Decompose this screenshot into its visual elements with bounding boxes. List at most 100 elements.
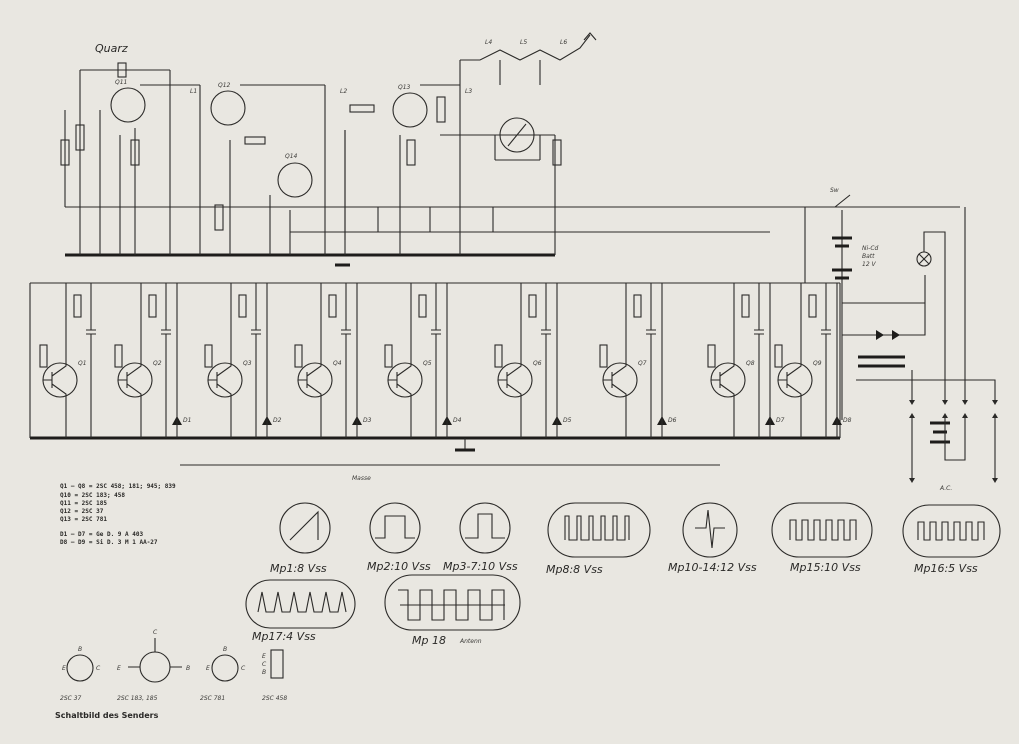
svg-text:Mp 18: Mp 18 [412, 634, 446, 647]
resistor [73, 294, 82, 318]
diode-label: D3 [363, 417, 372, 424]
svg-text:Q13 = 2SC 781: Q13 = 2SC 781 [60, 516, 107, 523]
resistor [741, 294, 750, 318]
svg-text:B: B [262, 669, 266, 676]
transistor-label: Q4 [333, 360, 342, 367]
svg-text:Mp3-7:10 Vss: Mp3-7:10 Vss [443, 560, 518, 573]
resistor [494, 344, 503, 368]
transistor-label: Q2 [153, 360, 162, 367]
pinout-2sc781 [211, 654, 239, 682]
capacitor [341, 283, 351, 438]
svg-text:E: E [117, 665, 121, 672]
capacitor [541, 283, 551, 438]
svg-text:B: B [186, 665, 190, 672]
waveform-mp10 [682, 502, 738, 558]
svg-text:A.C.: A.C. [939, 485, 952, 492]
resistor [148, 294, 157, 318]
waveform-mp2 [369, 502, 421, 554]
svg-text:Q11: Q11 [115, 79, 127, 86]
svg-text:L5: L5 [520, 39, 527, 46]
waveform-mp1 [279, 502, 331, 554]
svg-text:Mp15:10 Vss: Mp15:10 Vss [790, 561, 861, 574]
svg-text:2SC 37: 2SC 37 [60, 695, 82, 702]
pinout-2sc37 [66, 654, 94, 682]
diode-label: D1 [183, 417, 191, 424]
resistor [528, 294, 537, 318]
resistor [238, 294, 247, 318]
quartz-crystal [117, 62, 127, 78]
svg-text:12 V: 12 V [862, 261, 877, 268]
capacitor [161, 283, 171, 438]
svg-text:Mp2:10 Vss: Mp2:10 Vss [367, 560, 431, 573]
capacitor [754, 283, 764, 438]
rf-meter [499, 117, 535, 153]
wire [298, 283, 322, 438]
svg-text:E: E [62, 665, 66, 672]
wire [388, 283, 412, 438]
waveform-mp16 [902, 504, 1001, 558]
transistor-label: Q9 [813, 360, 822, 367]
diode-label: D8 [843, 417, 852, 424]
svg-text:D1 – D7 = Ge D. 9 A 403: D1 – D7 = Ge D. 9 A 403 [60, 531, 143, 538]
resistor [114, 344, 123, 368]
svg-text:2SC 781: 2SC 781 [200, 695, 225, 702]
pinout-diagrams: 2SC 37 2SC 183, 185 2SC 781 2SC 458 E B … [60, 629, 287, 702]
wire [208, 283, 232, 438]
resistor [328, 294, 337, 318]
svg-text:2SC 183, 185: 2SC 183, 185 [117, 695, 158, 702]
capacitor [821, 283, 831, 438]
transistor-label: Q8 [746, 360, 755, 367]
resistor [204, 344, 213, 368]
resistor [599, 344, 608, 368]
diode-label: D6 [668, 417, 677, 424]
wire [498, 283, 522, 438]
capacitor [86, 283, 96, 438]
resistor [774, 344, 783, 368]
wire [778, 283, 802, 438]
diode-label: D5 [563, 417, 572, 424]
svg-text:Mp8:8 Vss: Mp8:8 Vss [546, 563, 603, 576]
transistor-table: Q1 – Q8 = 2SC 458; 181; 945; 839 Q10 = 2… [60, 483, 176, 546]
transistor-label: Q1 [78, 360, 87, 367]
svg-text:Q14: Q14 [285, 153, 298, 160]
resistor [707, 344, 716, 368]
svg-text:L4: L4 [485, 39, 492, 46]
waveform-panel: Mp1:8 Vss Mp2:10 Vss Mp3-7:10 Vss Mp8:8 … [245, 502, 1001, 647]
waveform-mp3 [459, 502, 511, 554]
transistor-q12 [210, 90, 246, 126]
diagram-caption: Schaltbild des Senders [55, 711, 159, 720]
resistor [39, 344, 48, 368]
transistor-label: Q5 [423, 360, 432, 367]
svg-text:Sw: Sw [830, 187, 839, 194]
svg-text:Q1 – Q8 = 2SC 458; 181; 945; 8: Q1 – Q8 = 2SC 458; 181; 945; 839 [60, 483, 176, 490]
resistor [808, 294, 817, 318]
resistor [294, 344, 303, 368]
wire [43, 283, 67, 438]
svg-text:Q11 = 2SC 185: Q11 = 2SC 185 [60, 500, 107, 507]
resistor [418, 294, 427, 318]
transistor-q14 [277, 162, 313, 198]
pinout-2sc458 [270, 649, 284, 679]
svg-text:C: C [96, 665, 101, 672]
svg-text:Q12: Q12 [218, 82, 231, 89]
wire [711, 283, 735, 438]
svg-text:Mp17:4 Vss: Mp17:4 Vss [252, 630, 316, 643]
diode-label: D7 [776, 417, 785, 424]
svg-text:2SC 458: 2SC 458 [262, 695, 287, 702]
svg-text:Batt: Batt [862, 253, 875, 260]
svg-text:L1: L1 [190, 88, 197, 95]
transistor-label: Q6 [533, 360, 542, 367]
transistor-label: Q7 [638, 360, 647, 367]
waveform-mp15 [771, 502, 873, 558]
svg-text:D8 – D9 = Si D. 3 M 1 AA-27: D8 – D9 = Si D. 3 M 1 AA-27 [60, 539, 158, 546]
svg-text:L6: L6 [560, 39, 567, 46]
svg-text:Antenn: Antenn [459, 638, 482, 645]
diode-label: D2 [273, 417, 282, 424]
svg-text:C: C [262, 661, 267, 668]
svg-text:Mp1:8 Vss: Mp1:8 Vss [270, 562, 327, 575]
svg-text:Mp10-14:12 Vss: Mp10-14:12 Vss [668, 561, 757, 574]
svg-text:Ni-Cd: Ni-Cd [862, 245, 879, 252]
waveform-mp8 [547, 502, 651, 558]
